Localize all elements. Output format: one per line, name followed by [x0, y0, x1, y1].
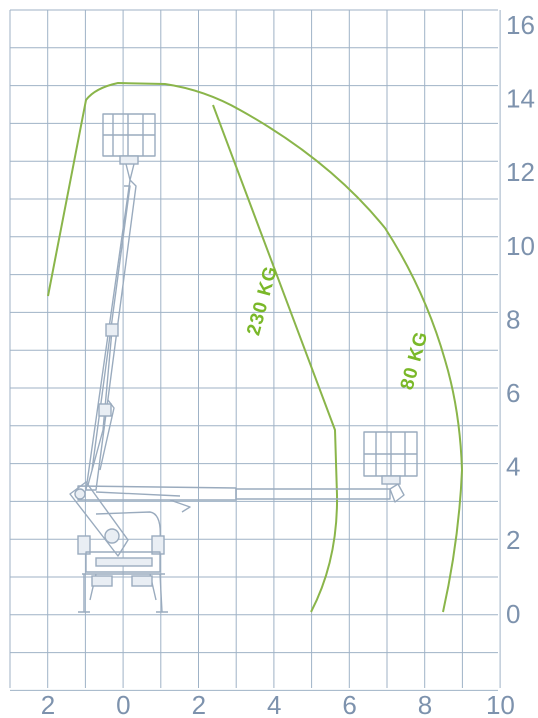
inner-envelope-230kg — [212, 104, 339, 613]
y-tick-label: 14 — [506, 84, 535, 114]
outer-load-label: 80 KG — [397, 329, 433, 392]
upper-basket — [102, 113, 156, 181]
aerial-platform-drawing — [69, 113, 418, 613]
x-tick-label: 6 — [342, 690, 356, 718]
y-axis-tick-labels: 16 14 12 10 8 6 4 2 0 — [506, 10, 535, 629]
x-tick-label: 10 — [486, 690, 515, 718]
y-tick-label: 16 — [506, 10, 535, 40]
y-tick-label: 6 — [506, 378, 520, 408]
x-tick-label: 4 — [267, 690, 281, 718]
x-tick-label: 8 — [418, 690, 432, 718]
chassis — [77, 535, 168, 613]
lower-basket — [363, 431, 418, 485]
y-tick-label: 10 — [506, 231, 535, 261]
raised-boom — [85, 179, 137, 491]
x-axis-tick-labels: 2 0 2 4 6 8 10 — [41, 690, 515, 718]
x-tick-label: 0 — [116, 690, 130, 718]
x-tick-label: 2 — [41, 690, 55, 718]
y-tick-label: 0 — [506, 599, 520, 629]
horizontal-boom — [77, 483, 405, 513]
turret-arm — [69, 481, 161, 557]
x-tick-label: 2 — [192, 690, 206, 718]
y-tick-label: 2 — [506, 525, 520, 555]
grid — [9, 9, 501, 691]
y-tick-label: 4 — [506, 452, 520, 482]
outer-envelope-80kg — [47, 81, 464, 613]
y-tick-label: 12 — [506, 157, 535, 187]
y-tick-label: 8 — [506, 304, 520, 334]
